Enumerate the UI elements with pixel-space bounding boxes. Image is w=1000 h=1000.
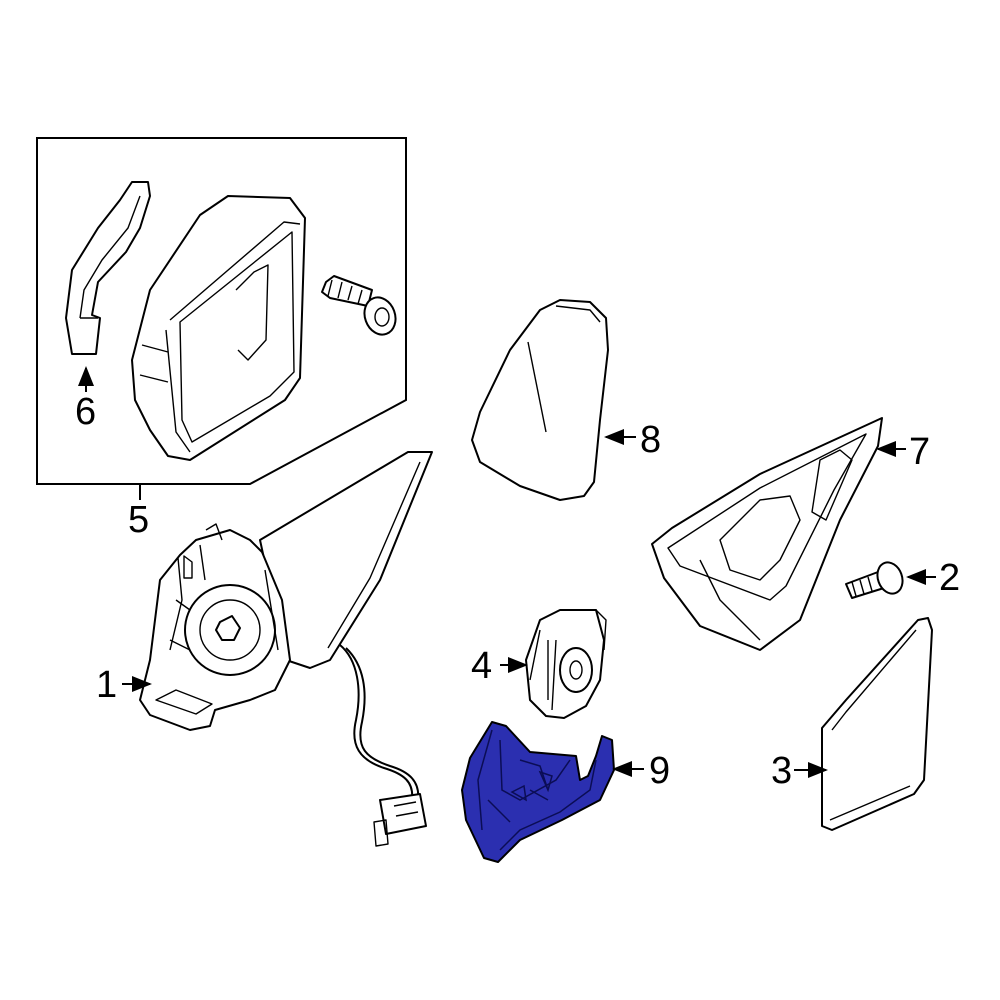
- callout-9: 9: [649, 750, 670, 792]
- callout-4: 4: [471, 645, 492, 687]
- assembly-group-box: [36, 137, 407, 485]
- callout-6: 6: [75, 391, 96, 433]
- callout-8: 8: [640, 419, 661, 461]
- wire-harness[interactable]: [339, 644, 427, 847]
- part-3-reflector-glass[interactable]: [821, 617, 933, 831]
- callout-1: 1: [96, 664, 117, 706]
- part-1-mirror-base[interactable]: [139, 451, 433, 731]
- part-9-lower-cover[interactable]: [461, 721, 615, 863]
- bolt[interactable]: [321, 275, 401, 339]
- part-7-mirror-frame[interactable]: [651, 417, 883, 651]
- callout-3: 3: [771, 750, 792, 792]
- callout-2: 2: [939, 557, 960, 599]
- part-4-motor[interactable]: [525, 609, 607, 719]
- callout-5: 5: [128, 499, 149, 541]
- part-5-housing-cover[interactable]: [131, 195, 306, 461]
- callout-7: 7: [909, 431, 930, 473]
- part-6-turn-signal[interactable]: [65, 181, 151, 355]
- part-8-mirror-glass[interactable]: [471, 299, 609, 501]
- part-2-screw[interactable]: [845, 559, 907, 599]
